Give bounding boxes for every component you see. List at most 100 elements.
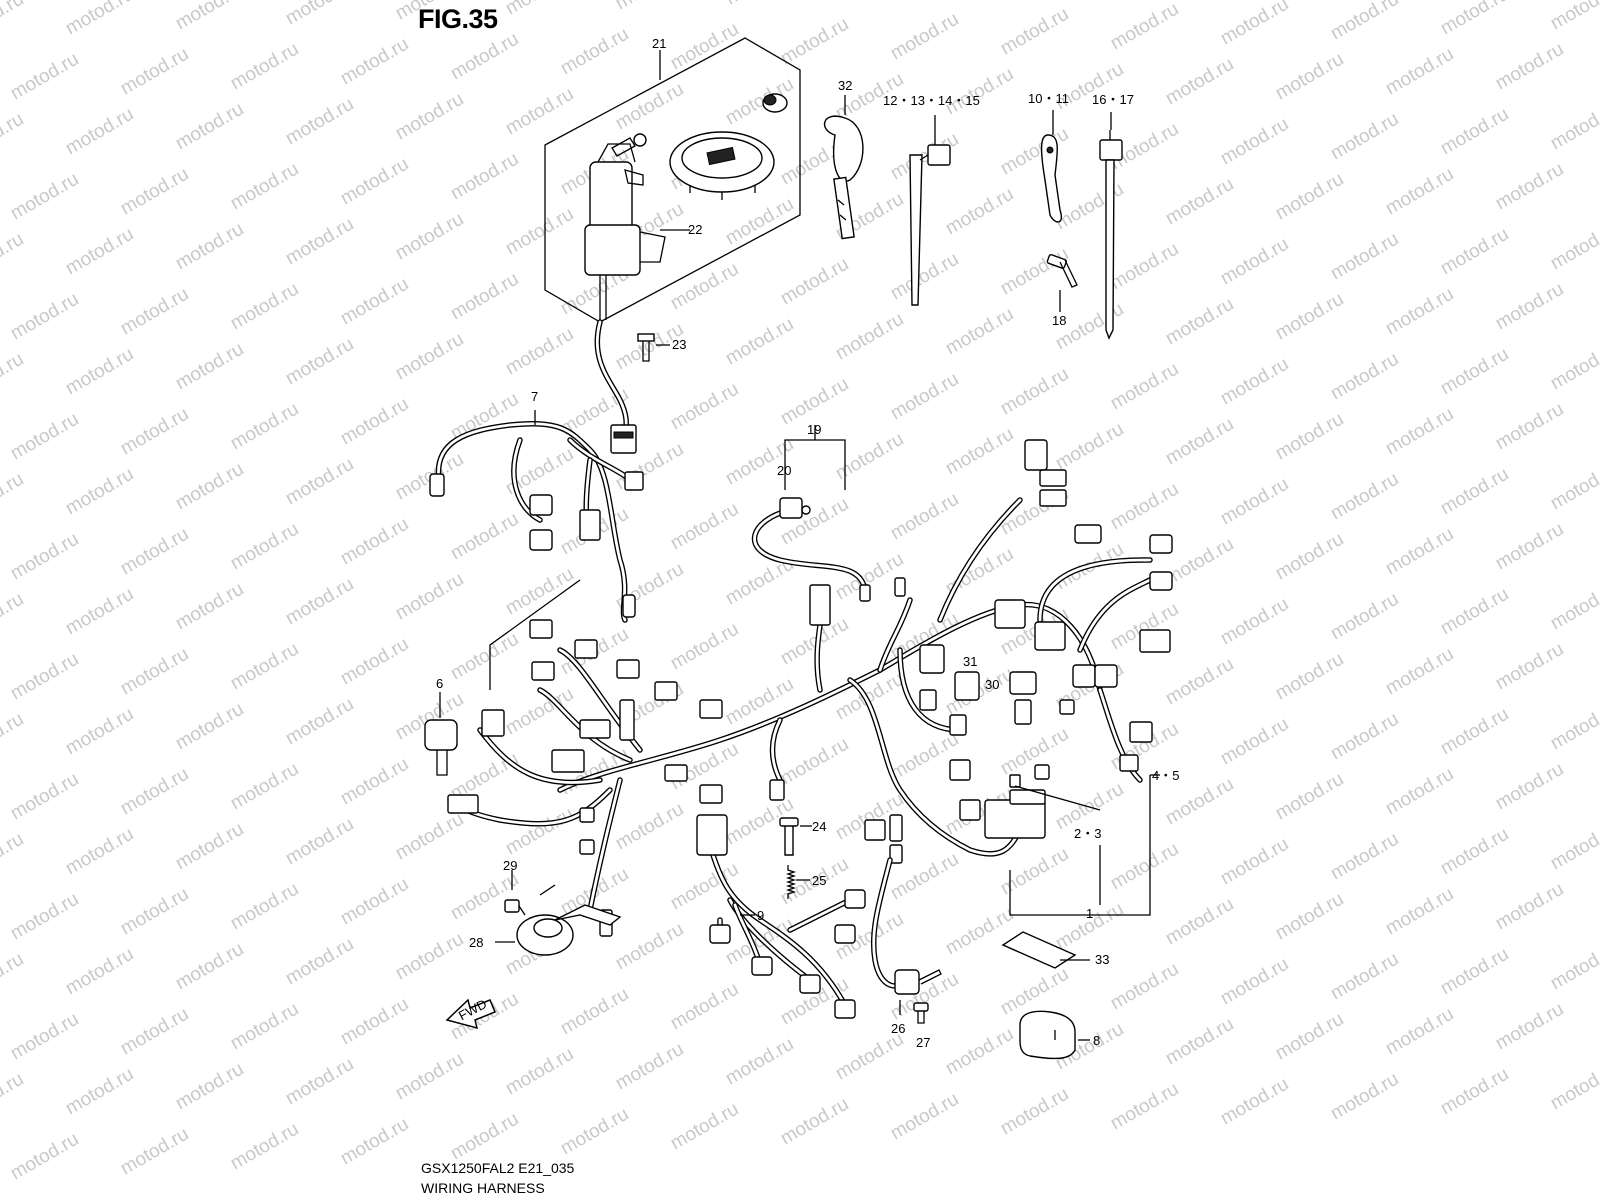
watermark-text: motod.ru	[1547, 339, 1600, 395]
watermark-text: motod.ru	[997, 364, 1072, 420]
clamp-12-15	[909, 115, 951, 306]
watermark-text: motod.ru	[392, 1049, 467, 1105]
watermark-text: motod.ru	[1272, 769, 1347, 825]
watermark-text: motod.ru	[612, 1039, 687, 1095]
watermark-text: motod.ru	[117, 1004, 192, 1060]
watermark-text: motod.ru	[1382, 164, 1457, 220]
watermark-text: motod.ru	[62, 824, 137, 880]
watermark-text: motod.ru	[832, 309, 907, 365]
watermark-text: motod.ru	[1162, 414, 1237, 470]
watermark-text: motod.ru	[722, 434, 797, 490]
watermark-text: motod.ru	[1437, 1064, 1512, 1120]
watermark-text: motod.ru	[502, 204, 577, 260]
watermark-text: motod.ru	[0, 109, 27, 165]
watermark-text: motod.ru	[1437, 824, 1512, 880]
callout-29: 29	[503, 858, 517, 873]
watermark-text: motod.ru	[227, 759, 302, 815]
watermark-text: motod.ru	[1547, 219, 1600, 275]
watermark-text: motod.ru	[1327, 229, 1402, 285]
watermark-text: motod.ru	[0, 1069, 27, 1125]
watermark-text: motod.ru	[502, 804, 577, 860]
watermark-text: motod.ru	[1107, 359, 1182, 415]
watermark-text: motod.ru	[117, 284, 192, 340]
watermark-text: motod.ru	[942, 1024, 1017, 1080]
bolt-18	[1046, 254, 1078, 312]
watermark-text: motod.ru	[1492, 759, 1567, 815]
watermark-text: motod.ru	[7, 1129, 82, 1185]
watermark-text: motod.ru	[1162, 294, 1237, 350]
watermark-text: motod.ru	[502, 324, 577, 380]
watermark-text: motod.ru	[667, 979, 742, 1035]
watermark-text: motod.ru	[612, 79, 687, 135]
watermark-text: motod.ru	[667, 19, 742, 75]
watermark-text: motod.ru	[1327, 1069, 1402, 1125]
watermark-text: motod.ru	[1547, 699, 1600, 755]
watermark-text: motod.ru	[1327, 109, 1402, 165]
watermark-text: motod.ru	[722, 0, 797, 9]
watermark-text: motod.ru	[227, 999, 302, 1055]
watermark-text: motod.ru	[1327, 589, 1402, 645]
watermark-text: motod.ru	[667, 619, 742, 675]
watermark-text: motod.ru	[0, 829, 27, 885]
watermark-text: motod.ru	[1272, 1009, 1347, 1065]
callout-23: 23	[672, 337, 686, 352]
watermark-text: motod.ru	[282, 934, 357, 990]
figure-title: FIG.35	[418, 4, 498, 34]
watermark-text: motod.ru	[1272, 169, 1347, 225]
switch-24	[779, 817, 812, 856]
watermark-text: motod.ru	[1052, 419, 1127, 475]
watermark-text: motod.ru	[667, 1099, 742, 1155]
watermark-text: motod.ru	[227, 39, 302, 95]
watermark-text: motod.ru	[7, 289, 82, 345]
watermark-text: motod.ru	[1217, 594, 1292, 650]
callout-25: 25	[812, 873, 826, 888]
main-harness-1	[447, 439, 1173, 937]
watermark-text: motod.ru	[1217, 1074, 1292, 1130]
sub-harness-9	[696, 814, 866, 1019]
watermark-text: motod.ru	[0, 229, 27, 285]
watermark-text: motod.ru	[1272, 529, 1347, 585]
watermark-text: motod.ru	[447, 869, 522, 925]
watermark-text: motod.ru	[612, 919, 687, 975]
watermark-text: motod.ru	[282, 94, 357, 150]
cover-8	[1019, 1010, 1090, 1060]
watermark-text: motod.ru	[337, 1114, 412, 1170]
callout-31: 31	[963, 654, 977, 669]
callout-22: 22	[688, 222, 702, 237]
callout-labels: 21 22 23 32 12・13・14・15 10・11 16・17 18 7…	[436, 36, 1179, 1050]
watermark-text: motod.ru	[942, 904, 1017, 960]
watermark-text: motod.ru	[1107, 479, 1182, 535]
watermark-text: motod.ru	[0, 589, 27, 645]
watermark-text: motod.ru	[1382, 524, 1457, 580]
watermark-text: motod.ru	[172, 939, 247, 995]
watermark-text: motod.ru	[447, 29, 522, 85]
callout-6: 6	[436, 676, 443, 691]
switch-26	[870, 857, 942, 1015]
callout-28: 28	[469, 935, 483, 950]
oil-pressure-switch-19-20	[751, 425, 871, 602]
callout-19: 19	[807, 422, 821, 437]
watermark-text: motod.ru	[337, 514, 412, 570]
watermark-text: motod.ru	[1272, 649, 1347, 705]
watermark-text: motod.ru	[337, 874, 412, 930]
watermark-text: motod.ru	[1547, 939, 1600, 995]
watermark-text: motod.ru	[282, 334, 357, 390]
spring-25	[785, 865, 810, 899]
watermark-text: motod.ru	[7, 769, 82, 825]
watermark-text: motod.ru	[667, 499, 742, 555]
watermark-text: motod.ru	[1492, 279, 1567, 335]
watermark-text: motod.ru	[722, 1034, 797, 1090]
watermark-text: motod.ru	[62, 584, 137, 640]
watermark-text: motod.ru	[942, 664, 1017, 720]
watermark-text: motod.ru	[1162, 654, 1237, 710]
watermark-text: motod.ru	[337, 394, 412, 450]
watermark-text: motod.ru	[117, 644, 192, 700]
callout-33: 33	[1095, 952, 1109, 967]
watermark-text: motod.ru	[667, 259, 742, 315]
callout-24: 24	[812, 819, 826, 834]
watermark-text: motod.ru	[997, 844, 1072, 900]
watermark-text: motod.ru	[777, 734, 852, 790]
watermark-text: motod.ru	[172, 459, 247, 515]
watermark-text: motod.ru	[1492, 519, 1567, 575]
watermark-text: motod.ru	[0, 0, 27, 44]
